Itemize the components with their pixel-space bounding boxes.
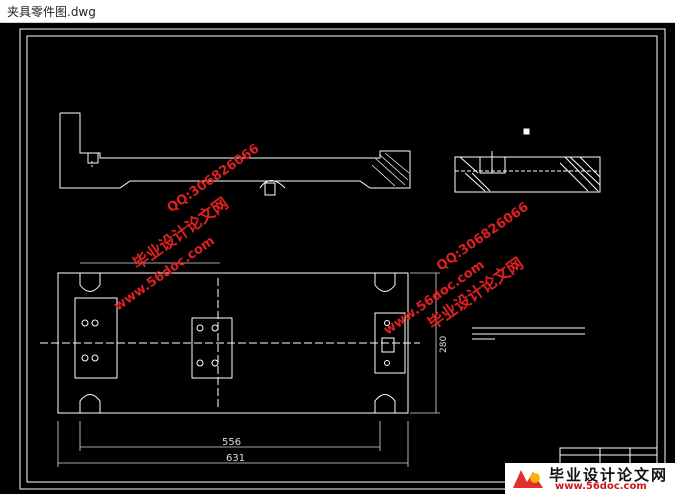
- window-title: 夹具零件图.dwg: [7, 5, 96, 19]
- dim-556-label: 556: [222, 437, 241, 448]
- section-view: [454, 128, 601, 193]
- drawing-canvas[interactable]: 556 631 280 毕业设计论文网 www.56doc.com QQ:306…: [0, 23, 675, 494]
- logo-url: www.56doc.com: [555, 481, 647, 492]
- site-logo: 毕业设计论文网 www.56doc.com: [505, 463, 675, 494]
- logo-icon: [513, 470, 543, 488]
- outer-frame: [19, 28, 666, 490]
- logo-title: 毕业设计论文网: [549, 466, 669, 484]
- title-block: [472, 327, 658, 483]
- watermark-2: 毕业设计论文网 www.56doc.com QQ:306826066: [381, 200, 532, 339]
- cad-drawing: 556 631 280 毕业设计论文网 www.56doc.com QQ:306…: [19, 28, 666, 490]
- dim-280-label: 280: [439, 336, 449, 353]
- watermark-1: 毕业设计论文网 www.56doc.com QQ:306826066: [111, 141, 262, 314]
- side-view: [59, 112, 411, 196]
- dimensions: [57, 262, 440, 467]
- plan-view: [40, 272, 420, 414]
- dim-631-label: 631: [226, 453, 245, 464]
- inner-frame: [26, 35, 658, 483]
- side-view-hatch: [371, 152, 410, 187]
- window-titlebar: 夹具零件图.dwg: [0, 0, 675, 23]
